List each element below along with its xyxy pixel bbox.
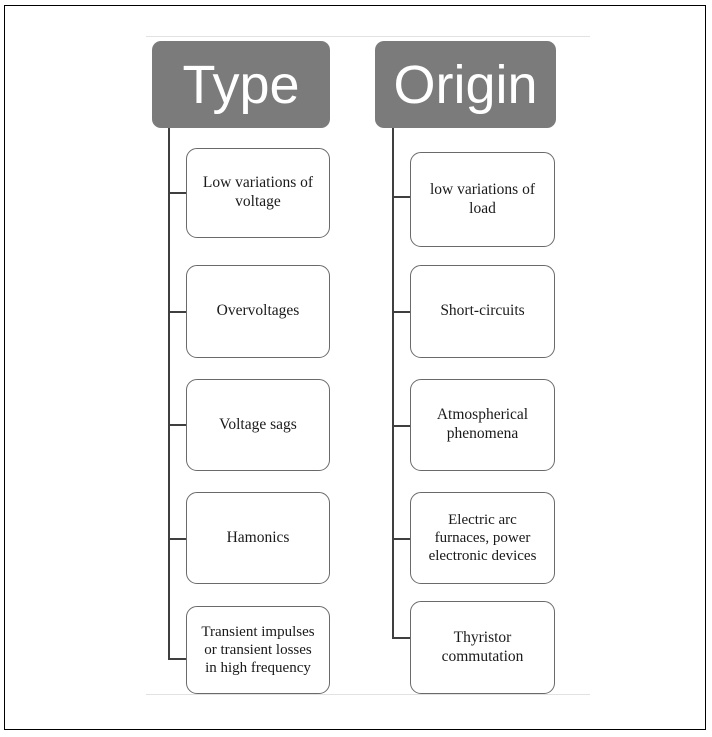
node-label: Thyristor commutation [441, 628, 524, 665]
connector-stub-type-2 [168, 311, 187, 313]
connector-stub-origin-1 [392, 196, 411, 198]
connector-stub-origin-3 [392, 425, 411, 427]
node-label: Voltage sags [219, 415, 297, 433]
node-label: Transient impulses or transient losses i… [201, 623, 315, 677]
node-type-hamonics[interactable]: Hamonics [186, 492, 330, 584]
node-label: low variations of load [429, 180, 536, 217]
connector-stub-origin-5 [392, 637, 411, 639]
connector-stub-type-4 [168, 538, 187, 540]
connector-stub-type-1 [168, 192, 187, 194]
node-type-transient-impulses[interactable]: Transient impulses or transient losses i… [186, 606, 330, 694]
node-label: Atmospherical phenomena [436, 406, 529, 442]
node-label: Low variations of voltage [202, 174, 314, 210]
node-label: Short-circuits [440, 302, 525, 320]
outer-border-frame [4, 5, 706, 730]
connector-stub-type-3 [168, 424, 187, 426]
column-header-origin: Origin [375, 41, 556, 128]
node-type-overvoltages[interactable]: Overvoltages [186, 265, 330, 358]
connector-trunk-origin [392, 128, 394, 638]
faint-rule-bottom [146, 694, 590, 695]
node-label: Overvoltages [216, 302, 300, 320]
node-origin-atmospherical-phenomena[interactable]: Atmospherical phenomena [410, 379, 555, 471]
node-origin-low-variations-of-load[interactable]: low variations of load [410, 152, 555, 247]
node-origin-electric-arc-furnaces[interactable]: Electric arc furnaces, power electronic … [410, 492, 555, 584]
node-type-low-variations-of-voltage[interactable]: Low variations of voltage [186, 148, 330, 238]
node-origin-short-circuits[interactable]: Short-circuits [410, 265, 555, 358]
connector-stub-type-5 [168, 658, 187, 660]
node-label: Electric arc furnaces, power electronic … [428, 511, 537, 565]
node-type-voltage-sags[interactable]: Voltage sags [186, 379, 330, 471]
node-origin-thyristor-commutation[interactable]: Thyristor commutation [410, 601, 555, 694]
connector-stub-origin-2 [392, 311, 411, 313]
column-header-type: Type [152, 41, 330, 128]
faint-rule-top [146, 36, 590, 37]
connector-stub-origin-4 [392, 538, 411, 540]
node-label: Hamonics [226, 528, 290, 546]
connector-trunk-type [168, 128, 170, 659]
